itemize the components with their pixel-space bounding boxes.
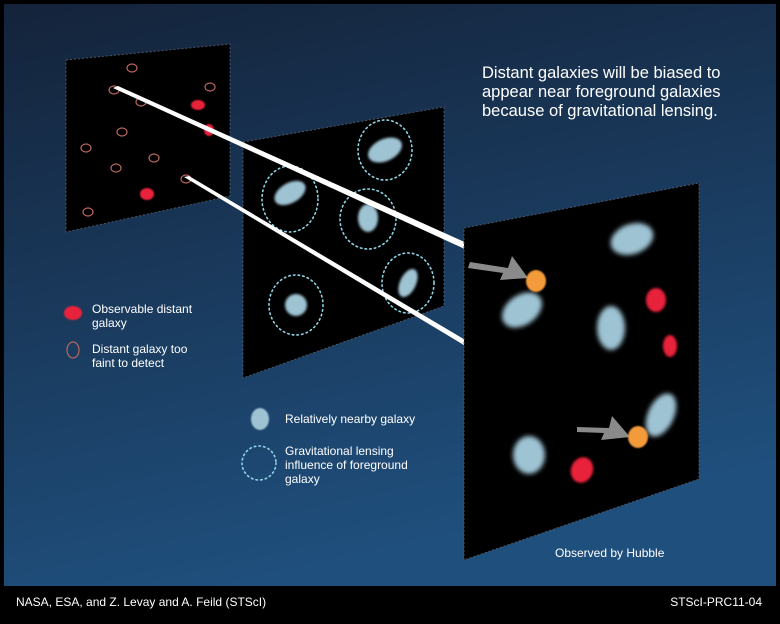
nearby-galaxy bbox=[285, 294, 307, 316]
observed-distant-galaxy bbox=[646, 288, 666, 312]
faint-galaxy bbox=[116, 127, 128, 137]
lensing-ring bbox=[381, 252, 435, 314]
observed-nearby-galaxy bbox=[597, 306, 625, 350]
foreground-galaxies-plane bbox=[242, 106, 445, 379]
legend-nearby-label: Relatively nearby galaxy bbox=[285, 412, 416, 426]
nearby-galaxy bbox=[368, 137, 402, 163]
faint-galaxy bbox=[126, 63, 138, 73]
observed-nearby-galaxy bbox=[513, 436, 545, 474]
lensing-ring bbox=[268, 274, 324, 336]
observed-by-hubble-label: Observed by Hubble bbox=[555, 546, 665, 560]
lensed-image bbox=[526, 270, 546, 292]
legend-icons bbox=[64, 306, 277, 481]
legend-observable-label: Observable distant galaxy bbox=[92, 302, 193, 330]
observable-galaxy-legend-icon bbox=[64, 306, 82, 320]
faint-galaxy-legend-icon bbox=[66, 341, 80, 359]
lensed-image bbox=[628, 426, 648, 448]
ray-arrow-tip bbox=[468, 256, 528, 280]
image-credit: NASA, ESA, and Z. Levay and A. Feild (ST… bbox=[16, 595, 267, 609]
lensing-ring bbox=[357, 119, 413, 181]
lensing-ring bbox=[261, 165, 319, 233]
faint-galaxy bbox=[204, 82, 216, 92]
nearby-galaxy-legend-icon bbox=[251, 408, 269, 430]
headline: Distant galaxies will be biased to appea… bbox=[482, 64, 721, 120]
lensing-ring-legend-icon bbox=[241, 445, 277, 481]
observable-galaxy bbox=[191, 100, 205, 110]
nearby-galaxy bbox=[358, 204, 378, 232]
lensing-ring bbox=[339, 188, 397, 250]
distant-galaxies-plane bbox=[65, 43, 231, 233]
observed-distant-galaxy bbox=[570, 457, 594, 483]
distant-plane-surface bbox=[65, 43, 231, 233]
faint-galaxy bbox=[80, 143, 92, 153]
release-id: STScI-PRC11-04 bbox=[670, 595, 762, 609]
faint-galaxy bbox=[82, 207, 94, 217]
observed-nearby-galaxy bbox=[502, 292, 542, 328]
faint-galaxy bbox=[148, 153, 160, 163]
observed-nearby-galaxy bbox=[610, 223, 654, 255]
legend-faint-label: Distant galaxy too faint to detect bbox=[92, 342, 188, 370]
observed-plane bbox=[463, 182, 700, 561]
observed-distant-galaxy bbox=[663, 335, 677, 357]
nearby-galaxy bbox=[398, 268, 418, 298]
light-ray bbox=[113, 86, 520, 272]
observed-nearby-galaxy bbox=[645, 393, 677, 437]
ray-arrow-tip bbox=[577, 416, 630, 440]
legend-lensing-label: Gravitational lensing influence of foreg… bbox=[285, 444, 408, 486]
faint-galaxy bbox=[110, 163, 122, 173]
observable-galaxy bbox=[140, 188, 154, 200]
nearby-galaxy bbox=[274, 180, 306, 206]
